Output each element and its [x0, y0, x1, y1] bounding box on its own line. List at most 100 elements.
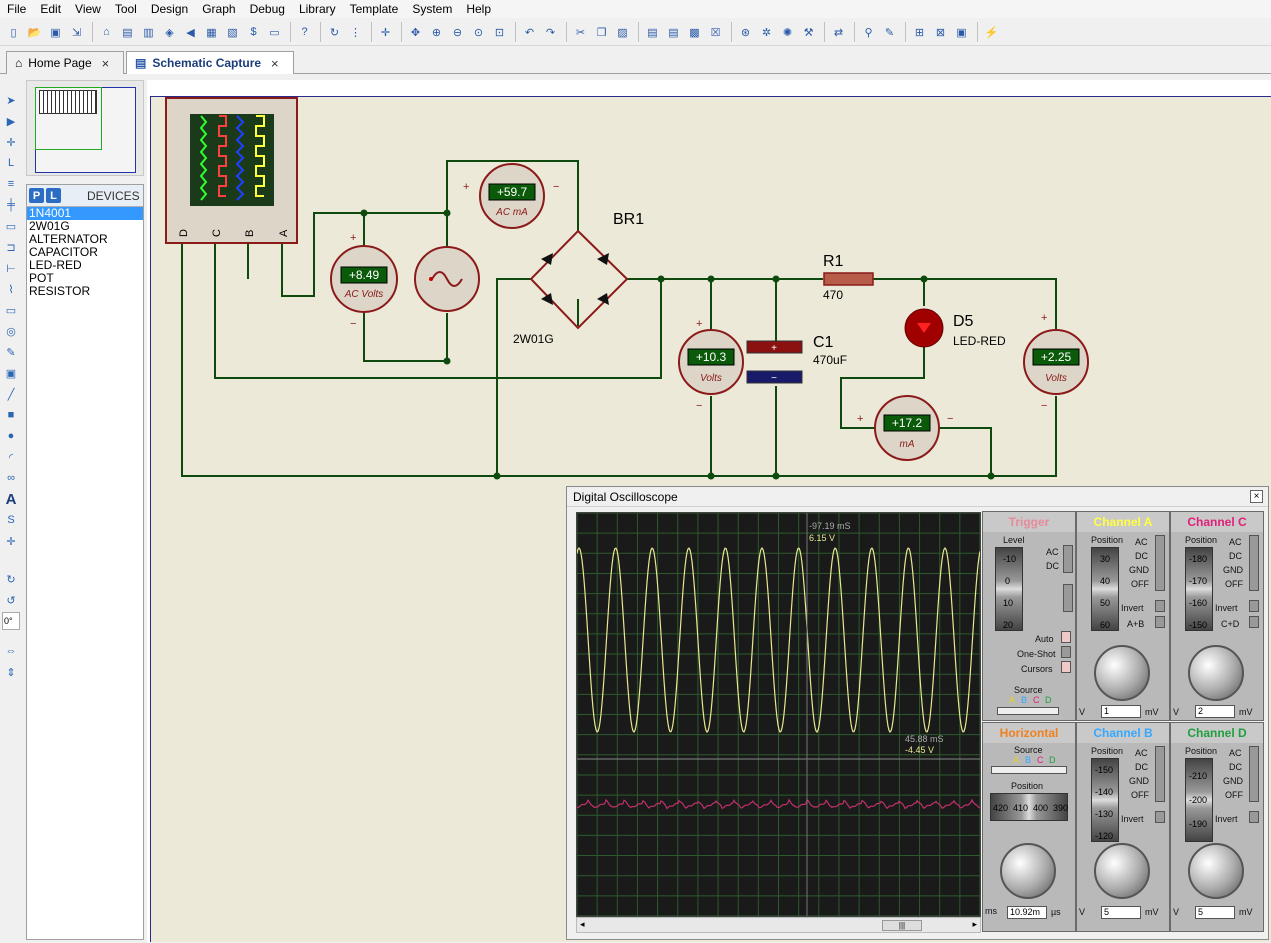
list-item[interactable]: 1N4001	[27, 207, 143, 220]
pick-device-icon[interactable]: ⊛	[740, 26, 751, 39]
design-explorer-icon[interactable]: ▦	[206, 26, 217, 39]
home-icon[interactable]: ⌂	[103, 26, 110, 38]
wire-autorouter-icon[interactable]: ⇄	[833, 26, 844, 39]
time-base-knob[interactable]	[1000, 843, 1056, 899]
virtual-instruments-icon[interactable]: ▣	[5, 367, 17, 380]
time-base-field[interactable]: 10.92m	[1007, 906, 1047, 919]
3d-view-icon[interactable]: ◈	[165, 26, 174, 39]
zoom-out-icon[interactable]: ⊖	[452, 26, 463, 39]
device-pins-icon[interactable]: ⊢	[6, 262, 16, 275]
list-item[interactable]: LED-RED	[29, 258, 82, 272]
decompose-icon[interactable]: ⚒	[803, 26, 814, 39]
netlist-icon[interactable]: ▣	[956, 26, 967, 39]
import-icon[interactable]: ⇲	[71, 26, 82, 39]
save-icon[interactable]: ▣	[50, 26, 61, 39]
bom-icon[interactable]: ▧	[227, 26, 238, 39]
electrical-rule-check-icon[interactable]: ⚡	[984, 26, 999, 39]
tab-home-page[interactable]: ⌂ Home Page ×	[6, 51, 124, 74]
horizontal-scrollbar[interactable]: ◂ ||| ▸	[576, 917, 981, 933]
list-item[interactable]: ALTERNATOR	[29, 232, 108, 246]
zoom-all-icon[interactable]: ⊙	[473, 26, 484, 39]
search-icon[interactable]: ⚲	[864, 26, 873, 39]
scroll-right-icon[interactable]: ▸	[972, 919, 977, 929]
list-item[interactable]: POT	[29, 271, 54, 285]
copy-icon[interactable]: ❐	[596, 26, 607, 39]
channel-b-volts-knob[interactable]	[1094, 843, 1150, 899]
channel-b-position-slider[interactable]: -150 -140 -130 -120	[1091, 758, 1119, 842]
cursors-toggle[interactable]	[1061, 661, 1071, 673]
origin-icon[interactable]: ✛	[380, 26, 391, 39]
menu-system[interactable]: System	[412, 2, 453, 16]
new-file-icon[interactable]: ▯	[10, 26, 17, 39]
menu-design[interactable]: Design	[150, 2, 189, 16]
horizontal-position-slider[interactable]: 420 410 400 390	[990, 793, 1068, 821]
a-plus-b-toggle[interactable]	[1155, 616, 1165, 628]
box-icon[interactable]: ■	[7, 409, 15, 421]
menu-template[interactable]: Template	[349, 2, 399, 16]
rotate-anticlockwise-icon[interactable]: ↺	[6, 594, 16, 607]
channel-d-volts-knob[interactable]	[1188, 843, 1244, 899]
pan-icon[interactable]: ✥	[410, 26, 421, 39]
help-icon[interactable]: ?	[301, 26, 308, 38]
coupling-switch[interactable]	[1063, 545, 1073, 573]
menu-edit[interactable]: Edit	[40, 2, 62, 16]
menu-view[interactable]: View	[75, 2, 101, 16]
menu-help[interactable]: Help	[466, 2, 492, 16]
mirror-vertical-icon[interactable]: ⇕	[6, 666, 16, 679]
subcircuit-icon[interactable]: ▭	[5, 220, 17, 233]
rotation-angle-field[interactable]: 0°	[2, 612, 20, 630]
channel-a-coupling-switch[interactable]	[1155, 535, 1165, 591]
refresh-icon[interactable]: ↻	[329, 26, 340, 39]
close-icon[interactable]: ×	[101, 55, 110, 71]
channel-c-volts-knob[interactable]	[1188, 645, 1244, 701]
grid-icon[interactable]: ⋮	[350, 26, 361, 39]
block-copy-icon[interactable]: ▤	[647, 26, 658, 39]
invert-toggle[interactable]	[1249, 811, 1259, 823]
zoom-area-icon[interactable]: ⊡	[494, 26, 505, 39]
text-script-icon[interactable]: ≡	[7, 178, 15, 190]
channel-c-coupling-switch[interactable]	[1249, 535, 1259, 591]
arc-icon[interactable]: ◜	[8, 451, 14, 464]
channel-d-coupling-switch[interactable]	[1249, 746, 1259, 802]
close-icon[interactable]: ×	[1250, 490, 1263, 503]
remove-sheet-icon[interactable]: ⊠	[935, 26, 946, 39]
channel-c-position-slider[interactable]: -180 -170 -160 -150	[1185, 547, 1213, 631]
view-area[interactable]	[35, 87, 102, 150]
cut-icon[interactable]: ✂	[575, 26, 586, 39]
oscilloscope-title-bar[interactable]: Digital Oscilloscope	[567, 487, 1268, 507]
source-slider[interactable]	[997, 707, 1059, 715]
buses-icon[interactable]: ╪	[7, 199, 15, 211]
channel-a-volts-knob[interactable]	[1094, 645, 1150, 701]
redo-icon[interactable]: ↷	[545, 26, 556, 39]
close-icon[interactable]: ×	[271, 55, 279, 71]
junction-dot-icon[interactable]: ✛	[6, 136, 16, 149]
undo-icon[interactable]: ↶	[524, 26, 535, 39]
terminals-icon[interactable]: ⊐	[6, 241, 16, 254]
channel-a-scale-field[interactable]: 1	[1101, 705, 1141, 718]
channel-b-coupling-switch[interactable]	[1155, 746, 1165, 802]
notes-icon[interactable]: ▭	[269, 26, 280, 39]
pcb-layout-icon[interactable]: ▥	[143, 26, 154, 39]
library-manager-button[interactable]: L	[46, 188, 61, 203]
invert-toggle[interactable]	[1155, 811, 1165, 823]
symbol-icon[interactable]: S	[7, 514, 15, 526]
overview-window[interactable]	[26, 80, 144, 176]
zoom-in-icon[interactable]: ⊕	[431, 26, 442, 39]
selection-mode-icon[interactable]: ➤	[6, 94, 16, 107]
invert-toggle[interactable]	[1155, 600, 1165, 612]
scroll-thumb[interactable]: |||	[882, 920, 922, 931]
scope-display[interactable]: -97.19 mS 6.15 V 45.88 mS -4.45 V	[576, 512, 981, 917]
list-item[interactable]: 2W01G	[29, 219, 70, 233]
tab-schematic-capture[interactable]: ▤ Schematic Capture ×	[126, 51, 294, 74]
mirror-horizontal-icon[interactable]: ⇔	[5, 645, 17, 657]
digital-oscilloscope-window[interactable]: Digital Oscilloscope × -97.19 mS 6.15 V …	[566, 486, 1269, 940]
oneshot-toggle[interactable]	[1061, 646, 1071, 658]
channel-a-position-slider[interactable]: 30 40 50 60	[1091, 547, 1119, 631]
generator-icon[interactable]: ◎	[6, 325, 16, 338]
schematic-icon[interactable]: ▤	[122, 26, 133, 39]
block-rotate-icon[interactable]: ▩	[689, 26, 700, 39]
list-item[interactable]: CAPACITOR	[29, 245, 98, 259]
channel-c-scale-field[interactable]: 2	[1195, 705, 1235, 718]
voltage-probe-icon[interactable]: ✎	[6, 346, 16, 359]
menu-debug[interactable]: Debug	[249, 2, 285, 16]
